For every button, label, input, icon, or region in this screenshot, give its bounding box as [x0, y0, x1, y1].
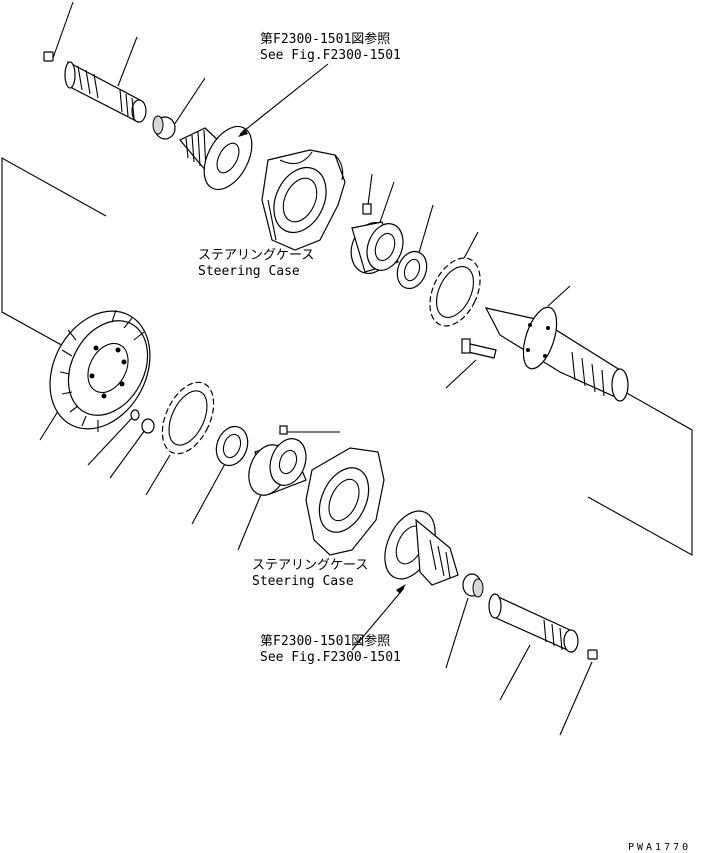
part-roller-bearing-mid — [191, 425, 249, 525]
part-lock-washer-top — [429, 231, 481, 327]
part-lock-washer-mid — [145, 381, 215, 496]
part-small-pin-bottom — [559, 649, 598, 736]
part-bolt-output — [445, 338, 497, 389]
part-bearing-small-bottom — [445, 573, 484, 669]
part-washer-small — [87, 409, 140, 466]
part-cap-screw-top — [362, 173, 373, 215]
drawing-code: PWA1770 — [628, 842, 692, 853]
part-output-shaft — [484, 285, 629, 402]
part-small-pin-top — [43, 1, 74, 62]
part-bevel-gear — [39, 309, 151, 441]
part-roller-bearing-top — [396, 204, 434, 290]
frame-bracket-left — [1, 157, 107, 369]
part-hub-flange-bottom — [351, 510, 459, 651]
part-bearing-cage-mid — [237, 425, 340, 551]
part-bearing-cage-top — [350, 181, 404, 274]
top-ref-label-jp: 第F2300-1501図参照 — [260, 32, 391, 47]
bottom-ref-label-jp: 第F2300-1501図参照 — [260, 634, 391, 649]
bottom-case-label-en: Steering Case — [252, 574, 354, 589]
part-input-shaft-bottom — [488, 593, 579, 701]
bottom-case-label-jp: ステアリングケース — [252, 558, 369, 573]
top-case-label-jp: ステアリングケース — [198, 248, 315, 263]
part-steering-case-bottom — [305, 447, 385, 556]
part-hub-flange-top — [179, 63, 329, 191]
top-case-label-en: Steering Case — [198, 264, 300, 279]
part-bearing-small-top — [152, 77, 206, 140]
part-steering-case-top — [261, 149, 346, 251]
frame-bracket-right — [587, 391, 693, 556]
part-nut-small — [109, 418, 155, 479]
top-ref-label-en: See Fig.F2300-1501 — [260, 48, 401, 63]
bottom-ref-label-en: See Fig.F2300-1501 — [260, 650, 401, 665]
part-input-shaft-top — [64, 36, 147, 123]
